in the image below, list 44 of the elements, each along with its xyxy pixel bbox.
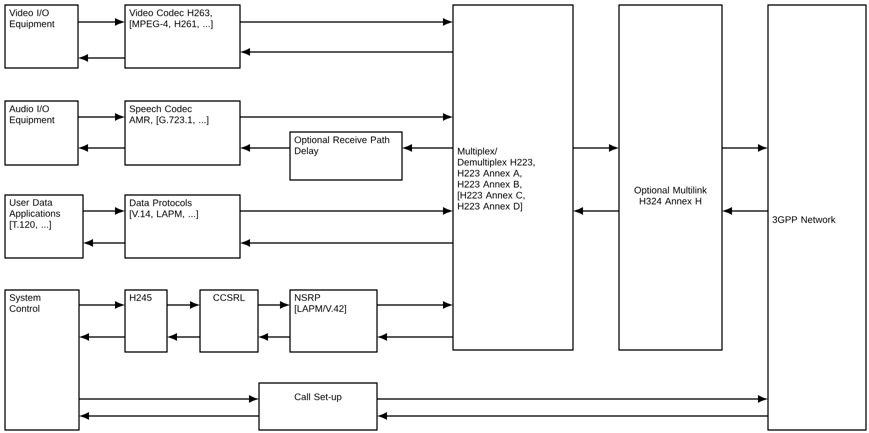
arrow — [79, 301, 124, 309]
arrow — [242, 144, 290, 152]
arrow — [574, 207, 619, 215]
process-box: H245 — [124, 289, 168, 353]
process-box: Video I/O Equipment — [4, 4, 79, 69]
process-box: User Data Applications [T.120, ...] — [4, 194, 84, 259]
arrow — [722, 144, 766, 152]
arrow — [80, 144, 126, 152]
arrow — [377, 395, 766, 403]
arrow — [240, 18, 452, 26]
arrow — [258, 301, 288, 309]
process-box: 3GPP Network — [767, 4, 867, 431]
process-box: Call Set-up — [258, 382, 378, 431]
arrow — [79, 395, 258, 403]
process-box: Multiplex/ Demultiplex H223, H223 Annex A, H223 Annex B, [H223 Annex C, H223 Annex D] — [452, 4, 574, 351]
arrow — [168, 333, 200, 341]
process-box: Speech Codec AMR, [G.723.1, ...] — [124, 100, 241, 166]
process-box: NSRP [LAPM/V.42] — [289, 289, 378, 353]
process-box: Optional Multilink H324 Annex H — [618, 4, 723, 351]
arrow — [724, 207, 768, 215]
arrow — [240, 113, 452, 121]
arrow — [83, 207, 124, 215]
process-box: Video Codec H263, [MPEG-4, H261, ...] — [124, 4, 241, 69]
arrow — [242, 239, 453, 247]
arrow — [84, 239, 126, 247]
arrow — [78, 18, 124, 26]
process-box: Audio I/O Equipment — [4, 100, 79, 166]
arrow — [573, 144, 618, 152]
arrow — [378, 412, 768, 420]
arrow — [378, 333, 453, 341]
arrow — [78, 113, 124, 121]
process-box: CCSRL — [199, 289, 259, 353]
process-box: System Control — [4, 289, 80, 431]
arrow — [80, 412, 259, 420]
arrow — [260, 333, 290, 341]
arrow — [404, 144, 453, 152]
arrow — [240, 207, 452, 215]
arrow — [80, 333, 126, 341]
arrow — [167, 301, 198, 309]
arrow — [377, 301, 452, 309]
arrow — [80, 54, 126, 62]
arrow — [242, 48, 453, 56]
process-box: Optional Receive Path Delay — [289, 131, 403, 181]
process-box: Data Protocols [V.14, LAPM, ...] — [124, 194, 241, 259]
